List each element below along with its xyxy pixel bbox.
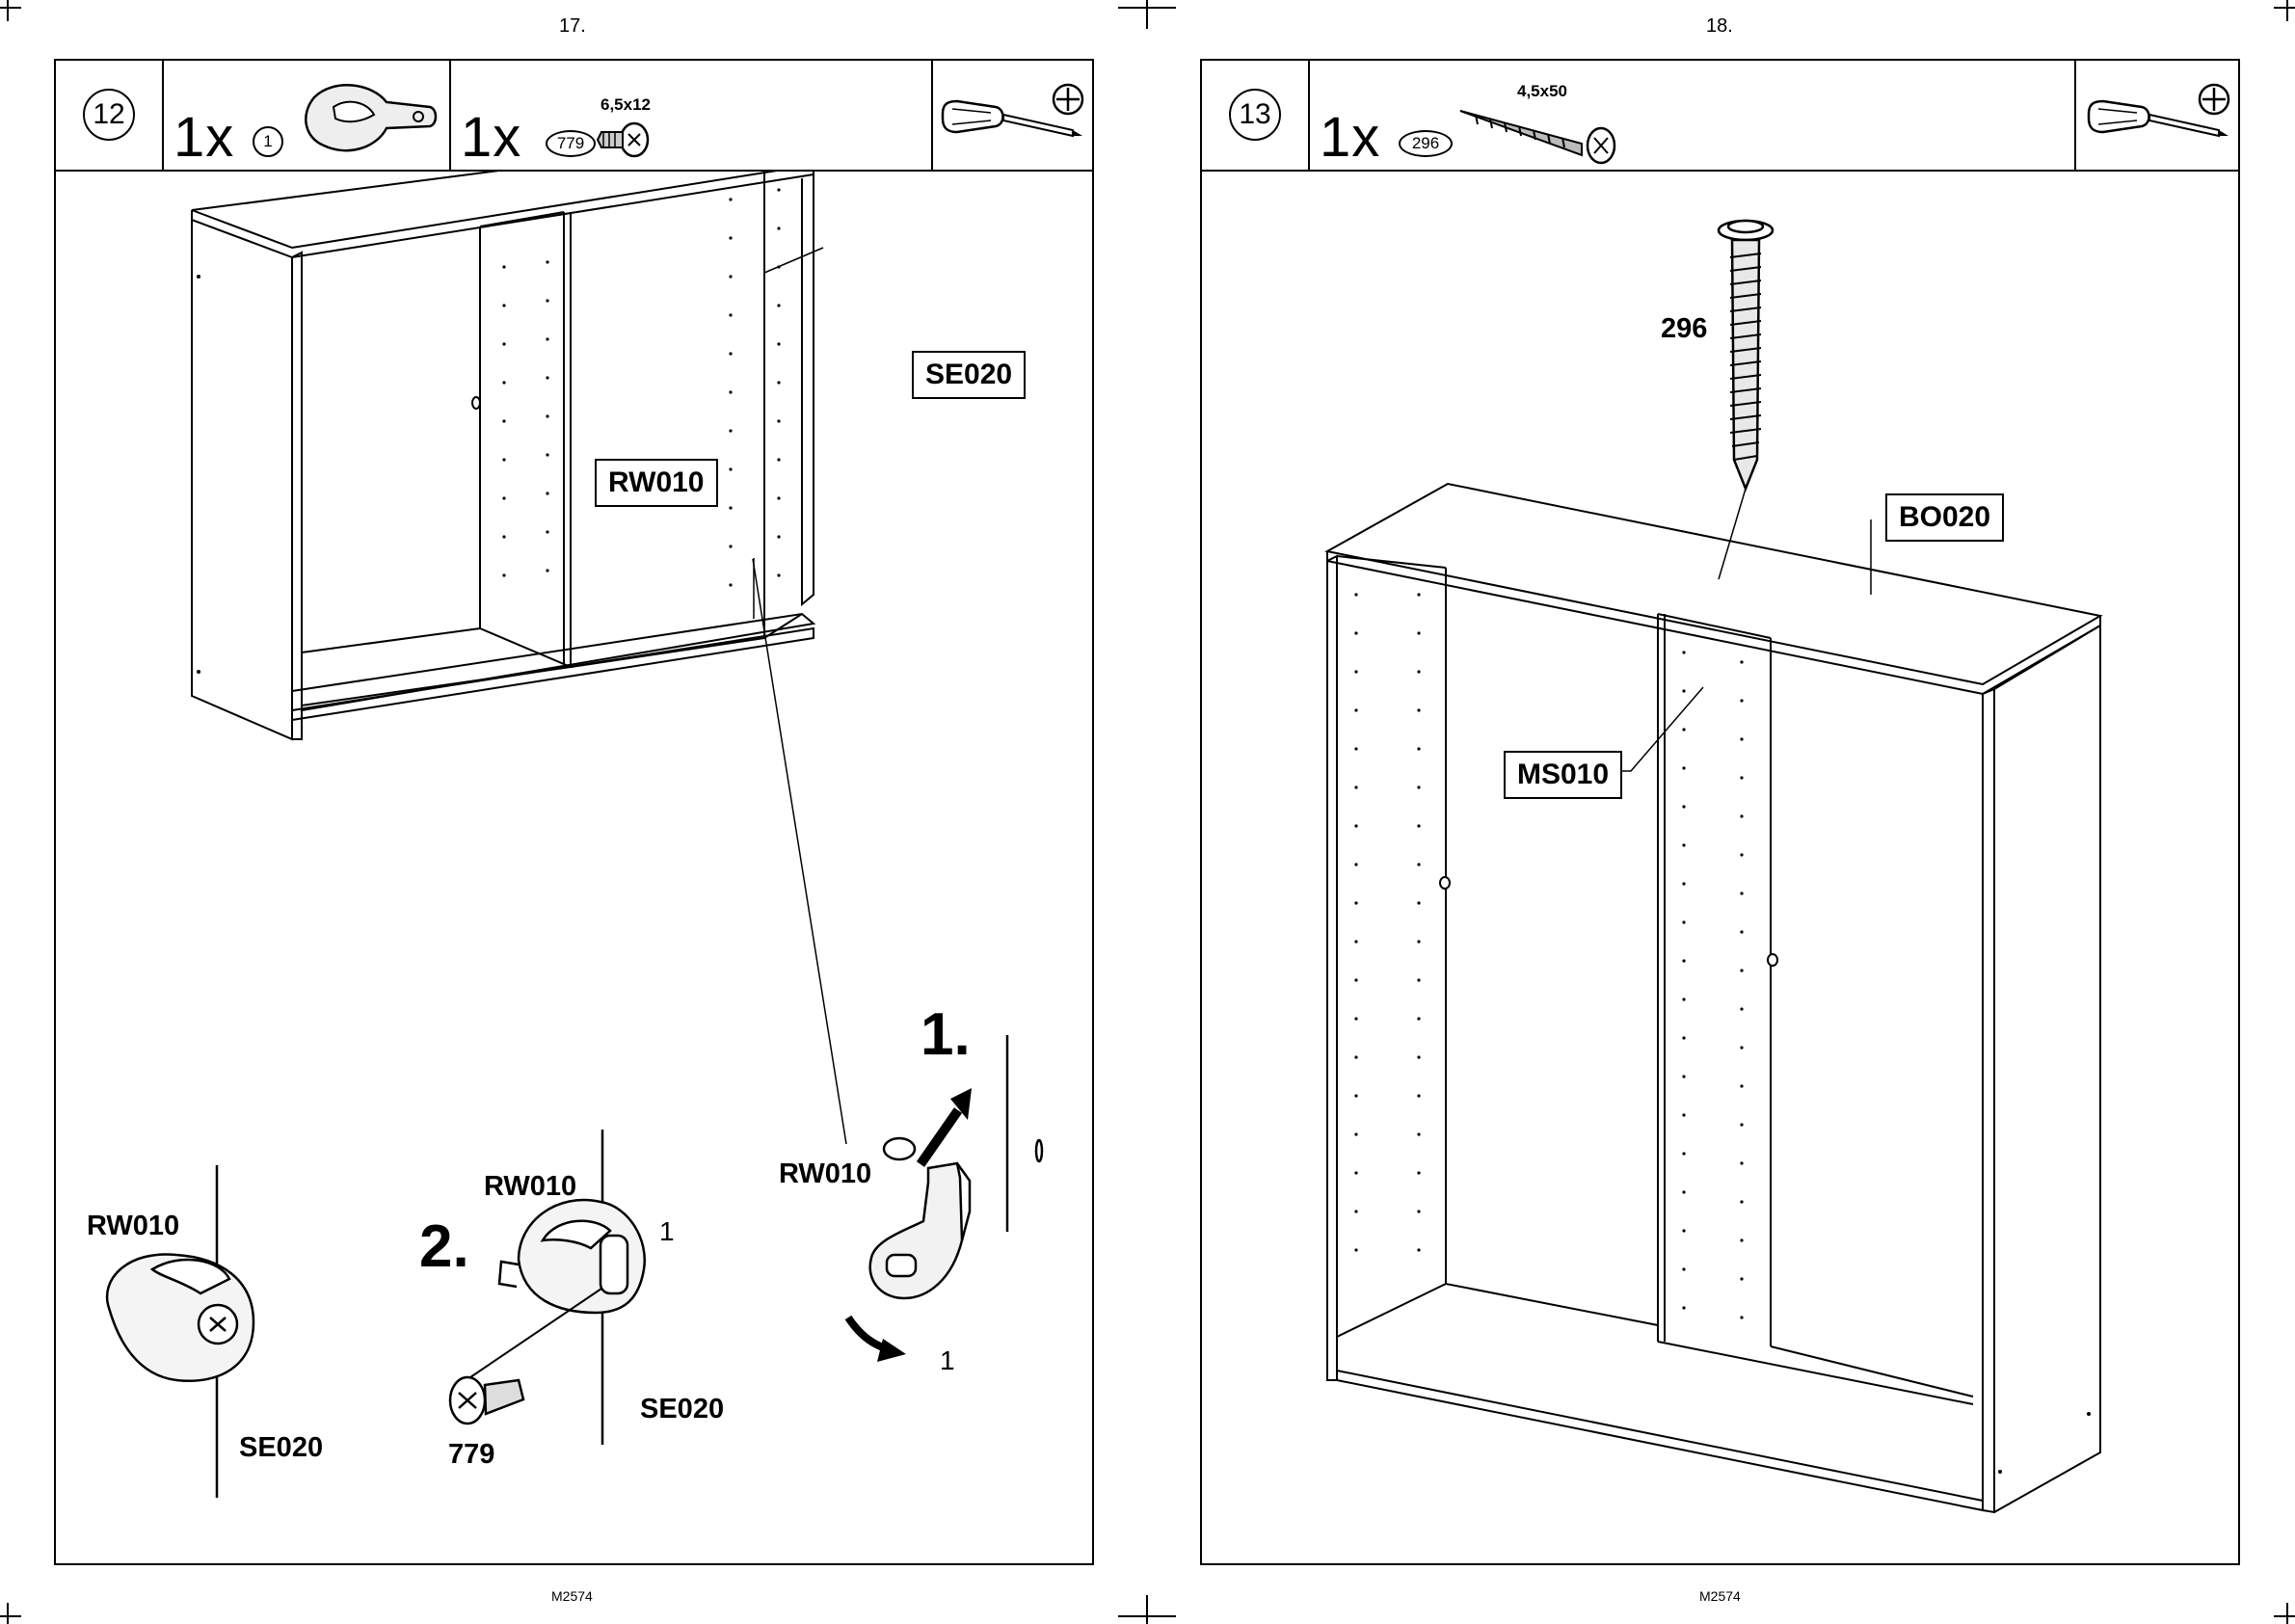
part-label-rw010: RW010 bbox=[595, 459, 718, 507]
part-cell-bracket: 1x 1 bbox=[164, 61, 451, 170]
part-id-oval: 1 bbox=[253, 126, 283, 157]
model-code-left: M2574 bbox=[551, 1588, 593, 1604]
tool-cell bbox=[933, 61, 1096, 170]
part-label-se020: SE020 bbox=[912, 351, 1026, 399]
wardrobe-top-screw-drawing bbox=[1202, 171, 2238, 1563]
part-label-ms010: MS010 bbox=[1504, 751, 1622, 799]
bracket-icon bbox=[295, 78, 440, 160]
part-cell-screw: 1x 296 4,5x50 bbox=[1310, 61, 2076, 170]
detail-label-se020: SE020 bbox=[239, 1432, 323, 1464]
screwdriver-icon bbox=[938, 80, 1092, 157]
part-quantity: 1x bbox=[461, 105, 521, 170]
long-screw-icon bbox=[1456, 105, 1630, 173]
part-quantity: 1x bbox=[1320, 105, 1380, 170]
step-one-marker: 1. bbox=[921, 1000, 971, 1069]
step-number-cell: 13 bbox=[1202, 61, 1310, 170]
page-number-left: 17. bbox=[559, 15, 586, 38]
step-two-marker: 2. bbox=[419, 1212, 469, 1281]
screw-label-779: 779 bbox=[448, 1439, 494, 1471]
part-size: 6,5x12 bbox=[600, 95, 651, 115]
step-number-cell: 12 bbox=[56, 61, 164, 170]
detail-label-se020: SE020 bbox=[640, 1394, 724, 1425]
step-number: 13 bbox=[1229, 89, 1281, 141]
part-id-oval: 296 bbox=[1399, 130, 1453, 157]
screw-label-296: 296 bbox=[1661, 313, 1707, 345]
marker-one: 1 bbox=[659, 1216, 675, 1247]
part-id-oval: 779 bbox=[546, 130, 596, 157]
page-number-right: 18. bbox=[1706, 15, 1733, 38]
step-number: 12 bbox=[83, 89, 135, 141]
detail-label-rw010: RW010 bbox=[484, 1171, 576, 1203]
model-code-right: M2574 bbox=[1699, 1588, 1741, 1604]
part-quantity: 1x bbox=[173, 105, 234, 170]
tool-cell bbox=[2076, 61, 2242, 170]
step-header-right: 13 1x 296 4,5x50 bbox=[1202, 61, 2238, 172]
detail-label-rw010: RW010 bbox=[779, 1158, 871, 1190]
screw-icon bbox=[596, 119, 654, 167]
part-size: 4,5x50 bbox=[1517, 82, 1567, 101]
marker-one: 1 bbox=[940, 1345, 955, 1376]
step-header-left: 12 1x 1 1x 779 6,5x12 bbox=[56, 61, 1092, 172]
part-cell-screw: 1x 779 6,5x12 bbox=[451, 61, 933, 170]
screwdriver-icon bbox=[2084, 80, 2238, 157]
detail-label-rw010: RW010 bbox=[87, 1211, 179, 1242]
part-label-bo020: BO020 bbox=[1885, 493, 2004, 542]
